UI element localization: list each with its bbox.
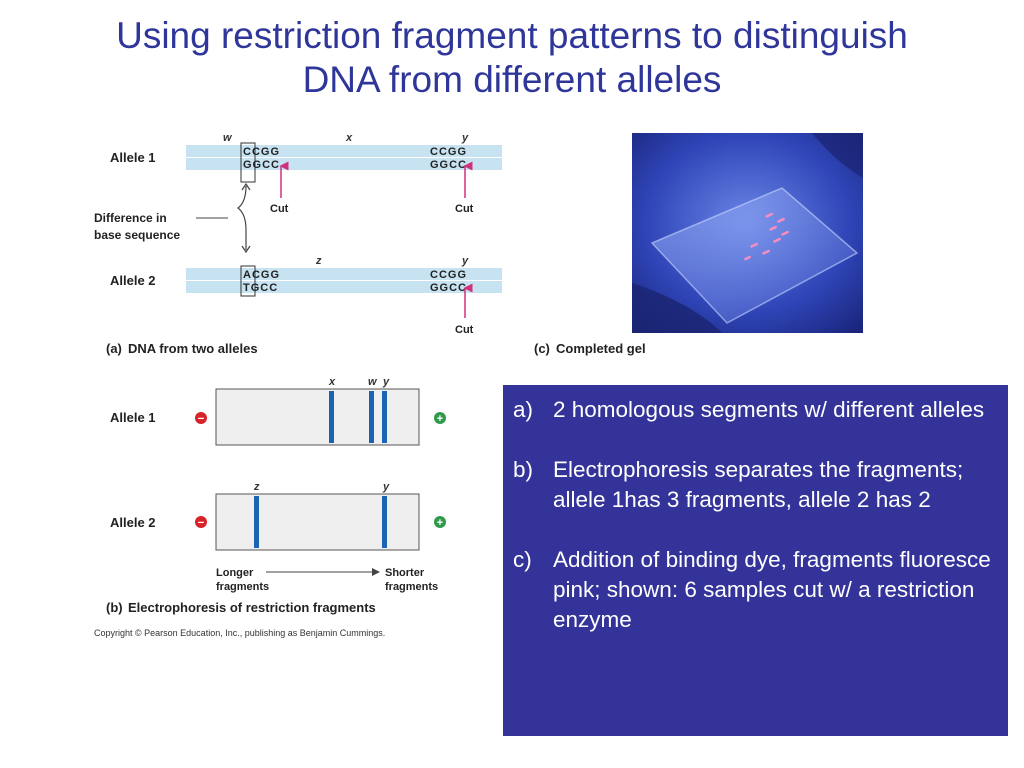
allele1-bottom-strand	[186, 158, 502, 170]
allele2-label: Allele 2	[110, 273, 156, 288]
allele1-y-top-seq: CCGG	[430, 146, 467, 158]
longer-line-1: Longer	[216, 567, 254, 579]
band-w	[369, 391, 374, 443]
minus-sign-2: −	[198, 517, 204, 529]
info-item-letter: b)	[513, 457, 534, 482]
shorter-line-2: fragments	[385, 581, 438, 593]
brace-arrow-up	[241, 182, 251, 191]
difference-box	[240, 142, 256, 183]
slide-title: Using restriction fragment patterns to d…	[0, 14, 1024, 102]
plus-pole-1	[434, 412, 446, 424]
brace-arrow-down	[241, 245, 251, 254]
allele2-bottom-strand	[186, 281, 502, 293]
cut-label-y1: Cut	[455, 203, 474, 215]
band-x	[329, 391, 334, 443]
difference-brace	[237, 185, 247, 250]
band-y2	[382, 496, 387, 548]
gel-photograph	[632, 133, 863, 333]
plus-sign-1: +	[437, 413, 443, 425]
site-y2-label: y	[461, 255, 469, 267]
info-item-a: a) 2 homologous segments w/ different al…	[513, 395, 998, 425]
difference-line-1: Difference in	[94, 211, 167, 225]
panel-c-caption: Completed gel	[556, 341, 646, 356]
info-item-c: c) Addition of binding dye, fragments fl…	[513, 545, 998, 635]
band-y2-label: y	[382, 481, 390, 493]
minus-sign-1: −	[198, 413, 204, 425]
info-item-text: 2 homologous segments w/ different allel…	[553, 397, 985, 422]
shorter-line-1: Shorter	[385, 567, 425, 579]
info-item-letter: c)	[513, 547, 532, 572]
info-item-text: Electrophoresis separates the fragments;…	[553, 457, 964, 512]
info-item-text: Addition of binding dye, fragments fluor…	[553, 547, 991, 632]
gel-lane-allele2	[215, 493, 420, 551]
cut-label-w: Cut	[270, 203, 289, 215]
title-line-2: DNA from different alleles	[302, 59, 722, 100]
allele2-y-top-seq: CCGG	[430, 269, 467, 281]
info-item-letter: a)	[513, 397, 534, 422]
site-y-label: y	[461, 132, 469, 144]
panel-a-caption: DNA from two alleles	[128, 341, 258, 356]
panel-c-letter: (c)	[534, 341, 550, 356]
longer-line-2: fragments	[216, 581, 269, 593]
allele1-w-top-seq: CCGG	[243, 146, 280, 158]
panel-b-letter: (b)	[106, 600, 123, 615]
band-y	[382, 391, 387, 443]
site-x-label: x	[345, 132, 353, 144]
info-item-b: b) Electrophoresis separates the fragmen…	[513, 455, 998, 515]
band-y-label: y	[382, 376, 390, 388]
info-box: a) 2 homologous segments w/ different al…	[503, 385, 1008, 736]
allele2-top-strand	[186, 268, 502, 280]
panel-b-caption: Electrophoresis of restriction fragments	[128, 600, 376, 615]
copyright-text: Copyright © Pearson Education, Inc., pub…	[94, 628, 385, 638]
allele2-difference-box	[240, 265, 256, 297]
gel-allele1-label: Allele 1	[110, 410, 156, 425]
allele2-w-bottom-seq: TGCC	[243, 282, 278, 294]
band-x-label: x	[328, 376, 336, 388]
plus-sign-2: +	[437, 517, 443, 529]
band-w-label: w	[368, 376, 378, 388]
allele2-w-top-seq: ACGG	[243, 269, 280, 281]
allele1-w-bottom-seq: GGCC	[243, 159, 280, 171]
difference-line-2: base sequence	[94, 228, 180, 242]
gel-lane-allele1	[215, 388, 420, 446]
title-line-1: Using restriction fragment patterns to d…	[116, 15, 908, 56]
allele1-label: Allele 1	[110, 150, 156, 165]
band-z	[254, 496, 259, 548]
site-z-label: z	[315, 255, 322, 267]
minus-pole-2	[195, 516, 207, 528]
allele1-y-bottom-seq: GGCC	[430, 159, 467, 171]
site-w-label: w	[223, 132, 233, 144]
cut-label-y2: Cut	[455, 324, 474, 336]
plus-pole-2	[434, 516, 446, 528]
allele2-y-bottom-seq: GGCC	[430, 282, 467, 294]
band-z-label: z	[253, 481, 260, 493]
minus-pole-1	[195, 412, 207, 424]
gel-allele2-label: Allele 2	[110, 515, 156, 530]
panel-a-letter: (a)	[106, 341, 122, 356]
allele1-top-strand	[186, 145, 502, 157]
